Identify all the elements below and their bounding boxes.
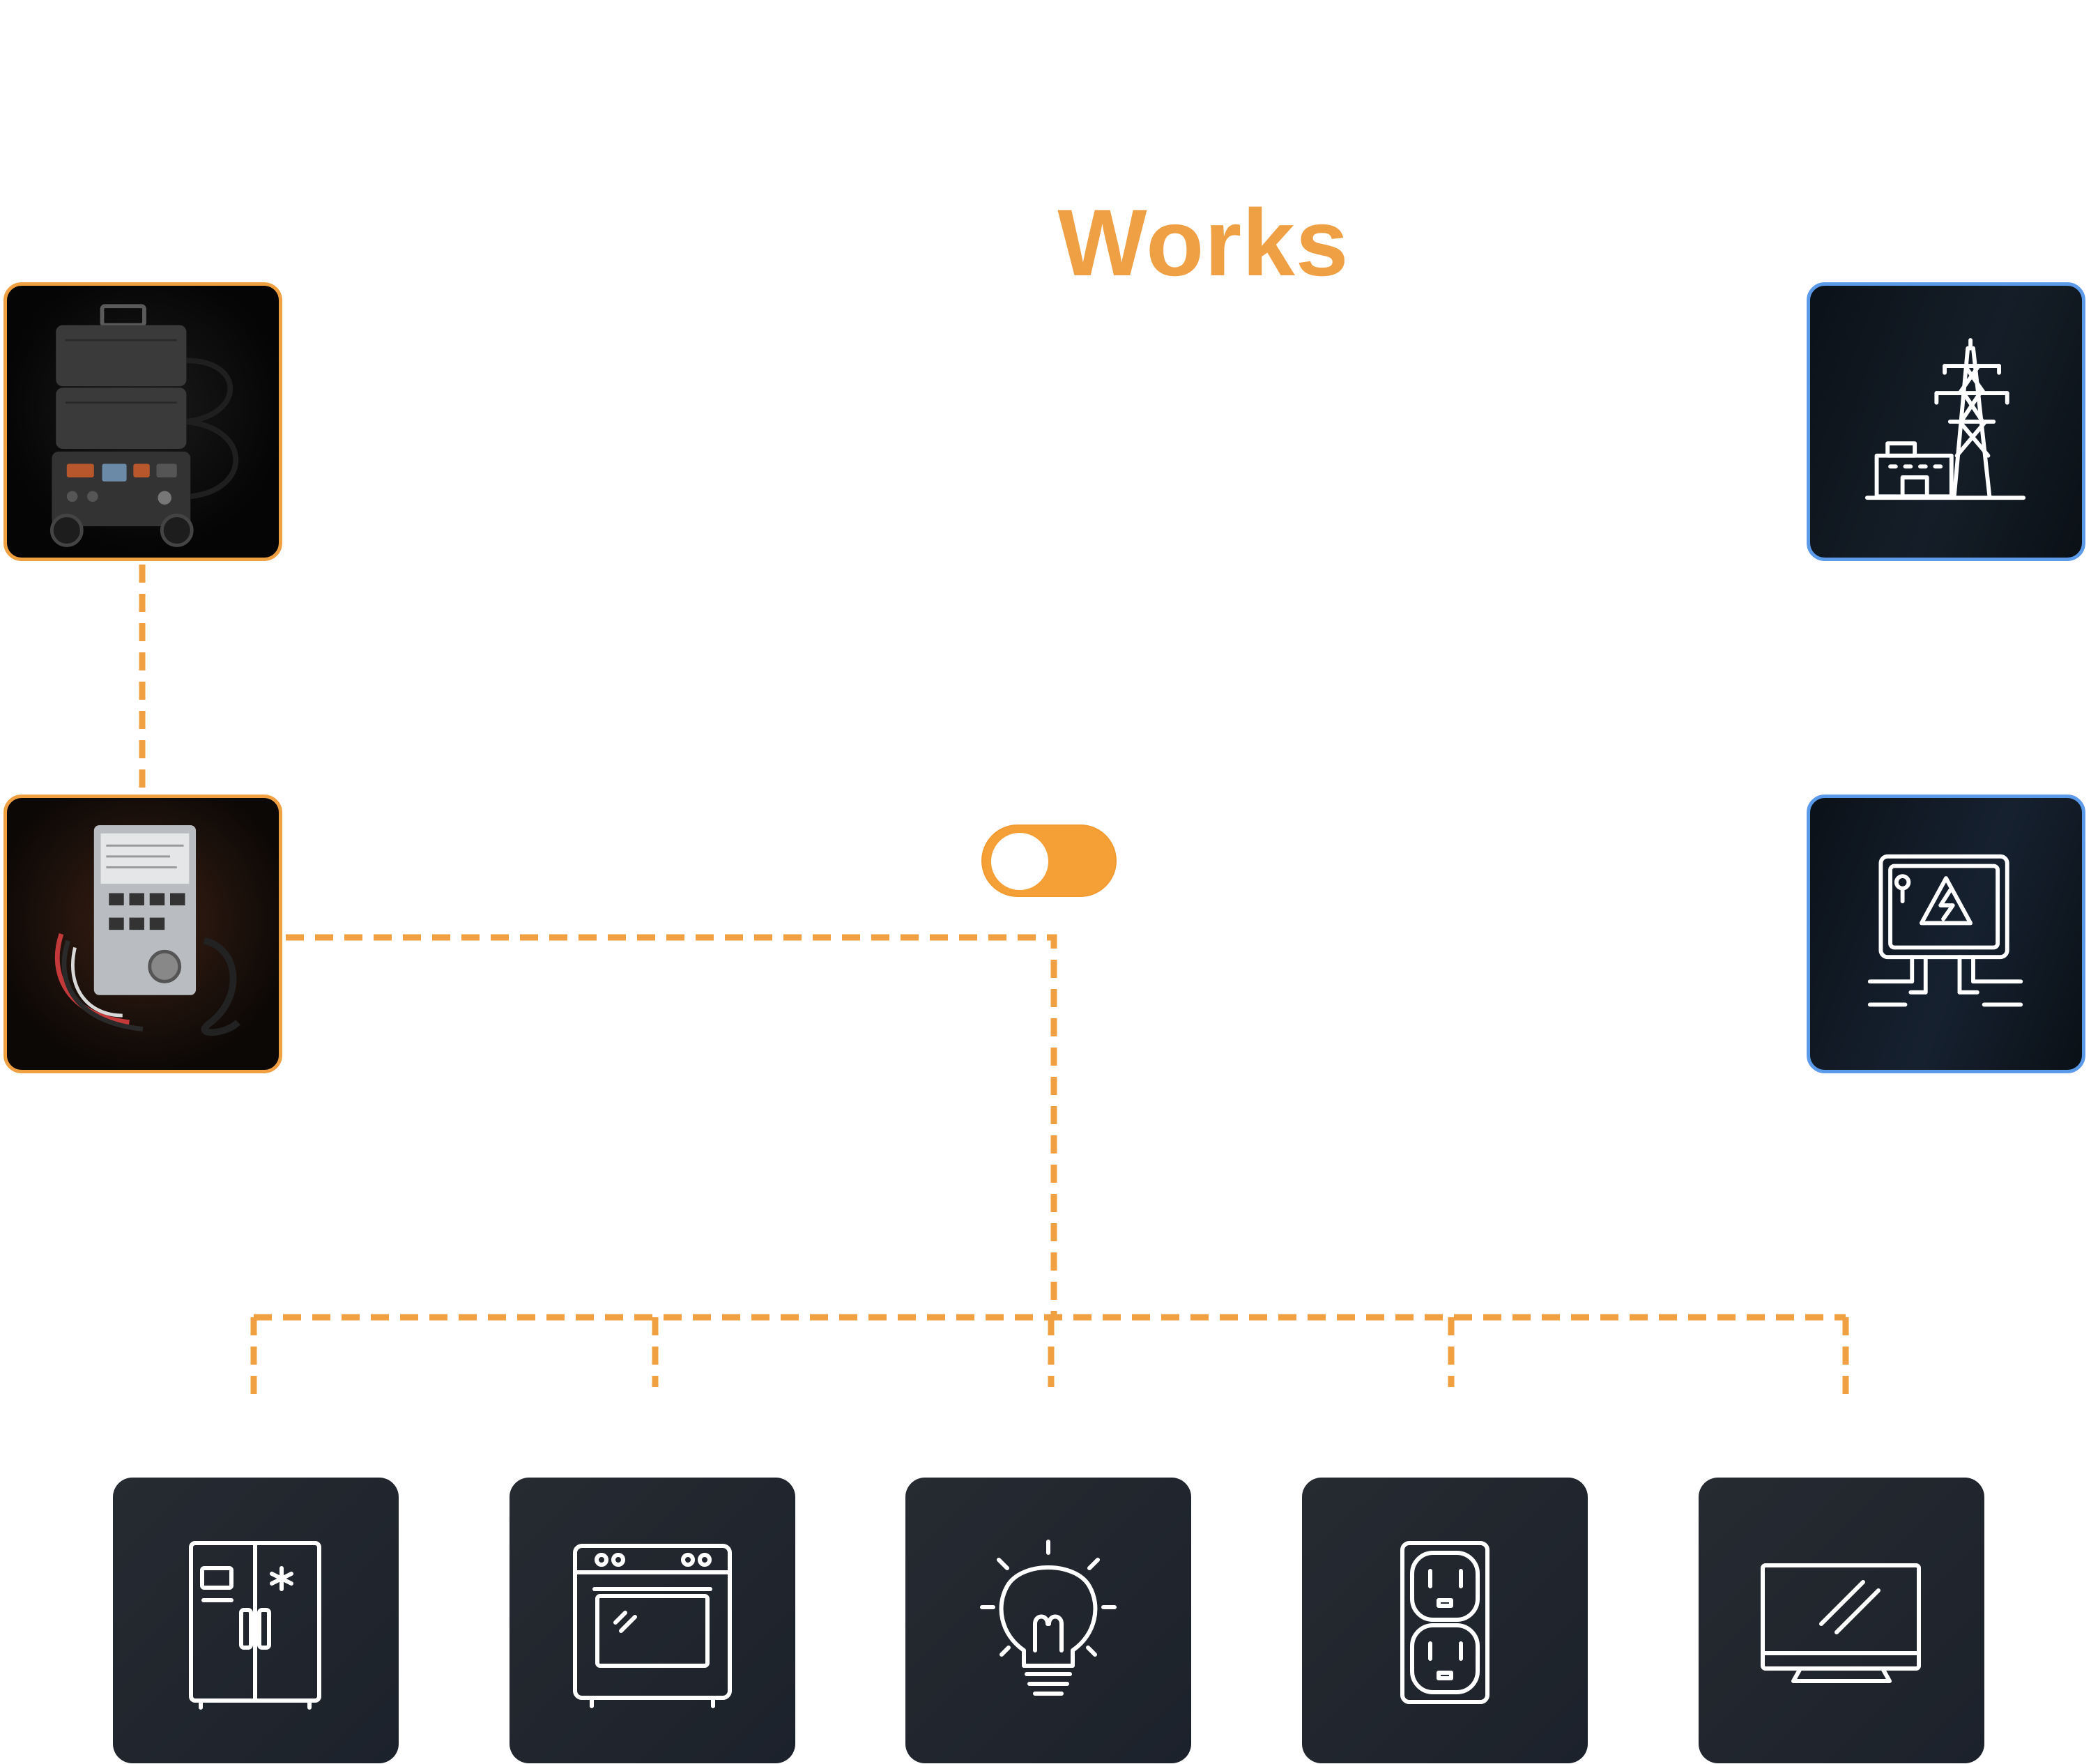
switch-to-distribution-line bbox=[286, 934, 1057, 1317]
power-tower-icon bbox=[1864, 338, 2026, 500]
tv-card bbox=[1699, 1478, 1984, 1763]
outlet-icon bbox=[1400, 1541, 1489, 1704]
transfer-switch-image bbox=[54, 825, 240, 1036]
step-3: Step 3: Enjoy Off-Grid Backup Power bbox=[664, 553, 1427, 601]
power-source-toggle[interactable] bbox=[981, 825, 1117, 897]
electric-panel-card bbox=[1807, 795, 2085, 1073]
transfer-switch-card bbox=[3, 795, 282, 1073]
refrigerator-icon bbox=[189, 1541, 321, 1710]
title-part-2: Works bbox=[1057, 190, 1349, 296]
grid-tower-card bbox=[1807, 282, 2085, 561]
arrow-down-icon bbox=[1036, 746, 1069, 798]
tv-icon bbox=[1761, 1563, 1921, 1683]
oven-icon bbox=[573, 1544, 732, 1708]
steps-list: Step 1: Install Sub-Panel (1 Hour Instal… bbox=[0, 362, 2091, 608]
power-bank-card bbox=[3, 282, 282, 561]
transfer-switch-label: Transfer Switch bbox=[938, 689, 1167, 723]
grid-power-label: Grid Power bbox=[1143, 839, 1307, 873]
step-1: Step 1: Install Sub-Panel bbox=[793, 369, 1298, 417]
title-part-1: How It bbox=[742, 190, 1031, 296]
oven-card bbox=[510, 1478, 795, 1763]
backup-power-label: Backup Power bbox=[750, 839, 962, 873]
light-bulb-icon bbox=[980, 1540, 1117, 1696]
page-title: How It Works bbox=[0, 188, 2091, 297]
power-bank-image bbox=[49, 304, 239, 547]
electric-panel-icon bbox=[1867, 854, 2023, 1007]
step-2: Step 2: Plug Power Bank 2000 To Sub-Pane… bbox=[594, 491, 1497, 539]
refrigerator-card bbox=[113, 1478, 399, 1763]
step-1-note: (1 Hour Install By Licensed Electrician) bbox=[645, 430, 1446, 478]
light-bulb-card bbox=[905, 1478, 1191, 1763]
outlet-card bbox=[1302, 1478, 1588, 1763]
toggle-knob bbox=[991, 833, 1048, 890]
